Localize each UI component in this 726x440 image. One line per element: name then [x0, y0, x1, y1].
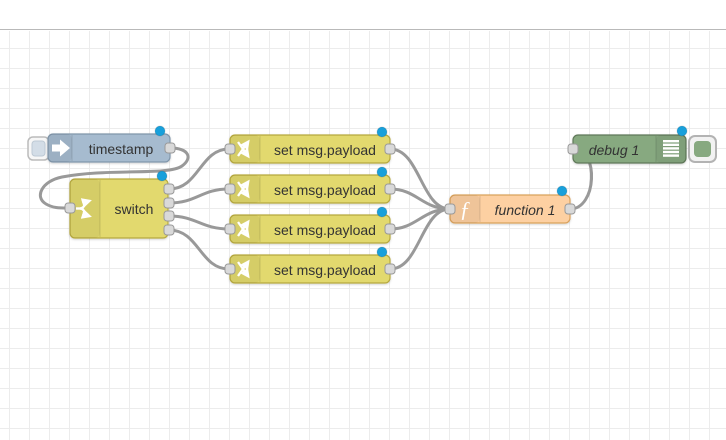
- output-port[interactable]: [164, 142, 176, 154]
- input-port[interactable]: [224, 263, 236, 275]
- input-port[interactable]: [224, 183, 236, 195]
- output-port-1[interactable]: [163, 183, 175, 195]
- node-change-1[interactable]: set msg.payload: [224, 126, 396, 164]
- debug-toggle-button[interactable]: [688, 135, 717, 163]
- wire-change4-to-function[interactable]: [388, 207, 452, 271]
- wire-switch4-to-change4[interactable]: [167, 228, 231, 271]
- header-strip: [0, 0, 726, 30]
- input-port[interactable]: [444, 203, 456, 215]
- output-port-2[interactable]: [163, 197, 175, 209]
- wire-inject-to-switch[interactable]: [39, 146, 190, 210]
- input-port[interactable]: [224, 143, 236, 155]
- node-label: set msg.payload: [274, 142, 376, 158]
- output-port[interactable]: [384, 143, 396, 155]
- shuffle-icon: [237, 219, 250, 239]
- changed-indicator: [376, 166, 388, 178]
- changed-indicator: [376, 206, 388, 218]
- output-port[interactable]: [384, 263, 396, 275]
- icon-region: [450, 195, 480, 223]
- node-change-2[interactable]: set msg.payload: [224, 166, 396, 204]
- output-port-4[interactable]: [163, 224, 175, 236]
- changed-indicator: [376, 126, 388, 138]
- input-port[interactable]: [64, 202, 76, 214]
- wire-switch2-to-change2[interactable]: [167, 187, 231, 205]
- node-label: set msg.payload: [274, 222, 376, 238]
- node-debug[interactable]: debug 1: [567, 125, 717, 164]
- input-port[interactable]: [567, 143, 579, 155]
- node-label: set msg.payload: [274, 262, 376, 278]
- output-port[interactable]: [384, 223, 396, 235]
- fork-icon: [76, 198, 92, 219]
- node-label: set msg.payload: [274, 182, 376, 198]
- wire-layer: [39, 146, 594, 271]
- changed-indicator: [154, 125, 166, 137]
- output-port-3[interactable]: [163, 210, 175, 222]
- changed-indicator: [556, 185, 568, 197]
- node-inject-timestamp[interactable]: timestamp: [27, 125, 176, 163]
- node-switch[interactable]: switch: [64, 170, 175, 239]
- wire-switch1-to-change1[interactable]: [167, 147, 231, 191]
- shuffle-icon: [237, 139, 250, 159]
- changed-indicator: [156, 170, 168, 182]
- inject-arrow-icon: [52, 139, 70, 157]
- node-label: switch: [115, 201, 154, 217]
- wire-switch3-to-change3[interactable]: [167, 214, 231, 231]
- shuffle-icon: [237, 179, 250, 199]
- changed-indicator: [376, 246, 388, 258]
- output-port[interactable]: [564, 203, 576, 215]
- node-label: timestamp: [89, 141, 154, 157]
- node-label: debug 1: [589, 142, 640, 158]
- shuffle-icon: [237, 259, 250, 279]
- debug-list-icon: [663, 140, 679, 157]
- node-change-4[interactable]: set msg.payload: [224, 246, 396, 284]
- changed-indicator: [676, 125, 688, 137]
- input-port[interactable]: [224, 223, 236, 235]
- inject-button[interactable]: [27, 136, 50, 161]
- node-function[interactable]: ƒ function 1: [444, 185, 576, 224]
- function-f-icon: ƒ: [460, 197, 471, 222]
- output-port[interactable]: [384, 183, 396, 195]
- icon-region: [70, 179, 100, 238]
- node-label: function 1: [495, 202, 556, 218]
- node-change-3[interactable]: set msg.payload: [224, 206, 396, 244]
